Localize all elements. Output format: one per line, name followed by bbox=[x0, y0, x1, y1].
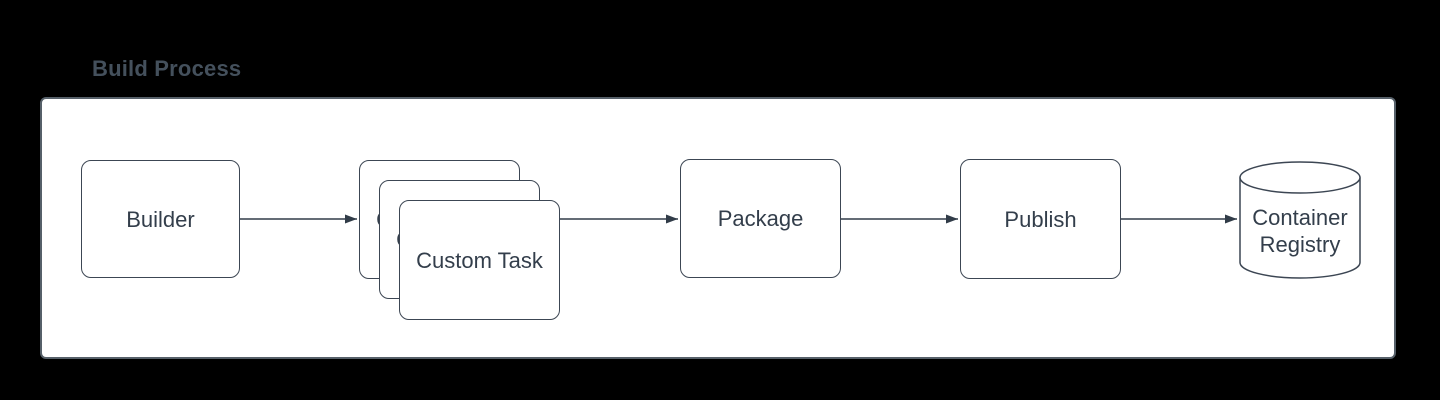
node-builder[interactable]: Builder bbox=[81, 160, 240, 278]
node-label: Custom Task bbox=[416, 247, 543, 273]
cylinder-shape bbox=[1239, 161, 1361, 279]
node-label: Publish bbox=[1004, 206, 1077, 232]
node-publish[interactable]: Publish bbox=[960, 159, 1121, 279]
node-label: Package bbox=[717, 206, 804, 231]
node-container-registry[interactable]: Container Registry bbox=[1239, 161, 1361, 279]
node-label: Builder bbox=[126, 206, 195, 232]
diagram-title: Build Process bbox=[92, 56, 242, 81]
node-label: Container Registry bbox=[1252, 205, 1348, 257]
node-package[interactable]: Package bbox=[680, 159, 841, 278]
node-custom-task-front[interactable]: Custom Task bbox=[399, 200, 560, 320]
